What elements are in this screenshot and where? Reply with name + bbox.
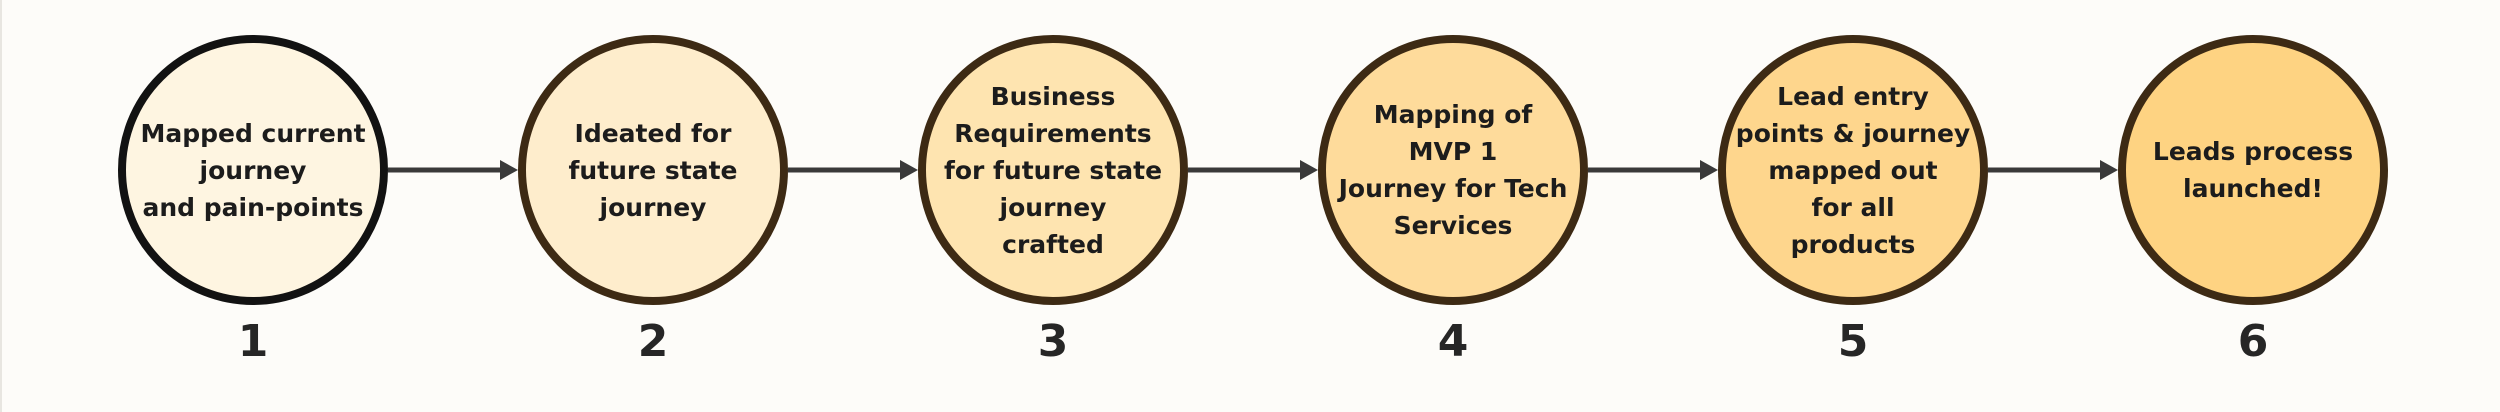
step-2-label: Ideated for future state journey — [568, 118, 738, 222]
step-1-circle: Mapped current journey and pain-points — [118, 35, 388, 305]
arrow-4-to-5 — [1588, 160, 1718, 180]
arrow-1-to-2-head — [500, 160, 518, 180]
arrow-1-to-2 — [388, 160, 518, 180]
step-4-number: 4 — [1437, 316, 1469, 367]
step-5-label: Lead entry points & journey mapped out f… — [1735, 81, 1971, 259]
step-6-number: 6 — [2237, 316, 2269, 367]
step-4-circle: Mapping of MVP 1 Journey for Tech Servic… — [1318, 35, 1588, 305]
arrow-2-to-3 — [788, 160, 918, 180]
step-3-label: Business Requirements for future state j… — [943, 81, 1163, 259]
step-6-circle: Leads process launched! — [2118, 35, 2388, 305]
step-2-number: 2 — [637, 316, 669, 367]
step-4-label: Mapping of MVP 1 Journey for Tech Servic… — [1338, 100, 1568, 240]
step-1-number: 1 — [237, 316, 269, 367]
arrow-3-to-4 — [1188, 160, 1318, 180]
step-6-label: Leads process launched! — [2152, 137, 2354, 203]
arrow-5-to-6 — [1988, 160, 2118, 180]
arrow-3-to-4-head — [1300, 160, 1318, 180]
step-3-circle: Business Requirements for future state j… — [918, 35, 1188, 305]
step-3-number: 3 — [1037, 316, 1069, 367]
step-5-circle: Lead entry points & journey mapped out f… — [1718, 35, 1988, 305]
arrow-5-to-6-head — [2100, 160, 2118, 180]
step-5-number: 5 — [1837, 316, 1869, 367]
step-2-circle: Ideated for future state journey — [518, 35, 788, 305]
arrow-4-to-5-head — [1700, 160, 1718, 180]
step-1-label: Mapped current journey and pain-points — [140, 118, 366, 222]
arrow-2-to-3-head — [900, 160, 918, 180]
